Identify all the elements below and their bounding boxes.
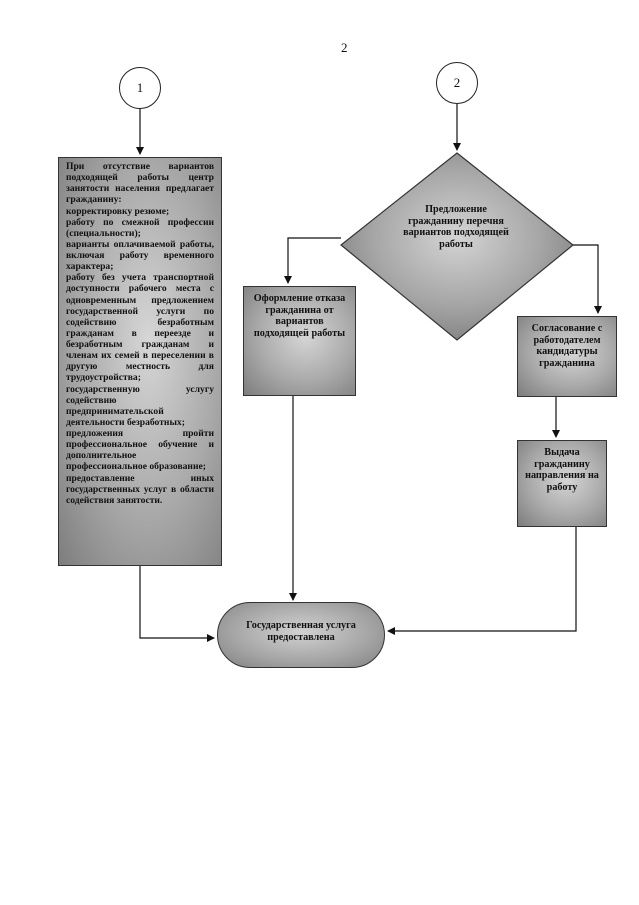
left-box-line: предложения пройти профессиональное обуч…	[66, 428, 214, 473]
approval-box-label: Согласование с работодателем кандидатуры…	[531, 323, 603, 369]
referral-box: Выдача гражданину направления на работу	[517, 440, 607, 527]
refusal-box: Оформление отказа гражданина от варианто…	[243, 286, 356, 396]
start-node-1-label: 1	[136, 80, 144, 95]
start-node-2-label: 2	[453, 75, 461, 90]
end-terminal-label: Государственная услуга предоставлена	[246, 620, 356, 643]
end-terminal: Государственная услуга предоставлена	[217, 602, 385, 668]
left-box-line: При отсутствие вариантов подходящей рабо…	[66, 161, 214, 206]
left-box-line: предоставление иных государственных услу…	[66, 472, 214, 506]
alternative-options-box: При отсутствие вариантов подходящей рабо…	[58, 157, 222, 566]
connector-decision-to-approval	[573, 244, 602, 314]
connector-decision-to-refusal	[284, 237, 341, 284]
left-box-line: корректировку резюме;	[66, 205, 170, 217]
connector-left-box-to-end	[139, 566, 215, 642]
left-box-line: работу по смежной профессии (специальнос…	[66, 216, 214, 239]
left-box-line: варианты оплачиваемой работы, включая ра…	[66, 238, 214, 273]
decision-diamond	[340, 152, 574, 341]
connector-referral-to-end	[387, 527, 577, 635]
referral-box-label: Выдача гражданину направления на работу	[525, 447, 599, 493]
page-number: 2	[341, 40, 348, 55]
approval-box: Согласование с работодателем кандидатуры…	[517, 316, 617, 397]
left-box-line: работу без учета транспортной доступност…	[66, 272, 214, 384]
start-node-1: 1	[119, 67, 161, 109]
start-node-2: 2	[436, 62, 478, 104]
decision-label: Предложение гражданину перечня вариантов…	[403, 204, 509, 251]
left-box-line: государственную услугу содействию предпр…	[66, 383, 214, 428]
refusal-box-label: Оформление отказа гражданина от варианто…	[253, 293, 346, 339]
